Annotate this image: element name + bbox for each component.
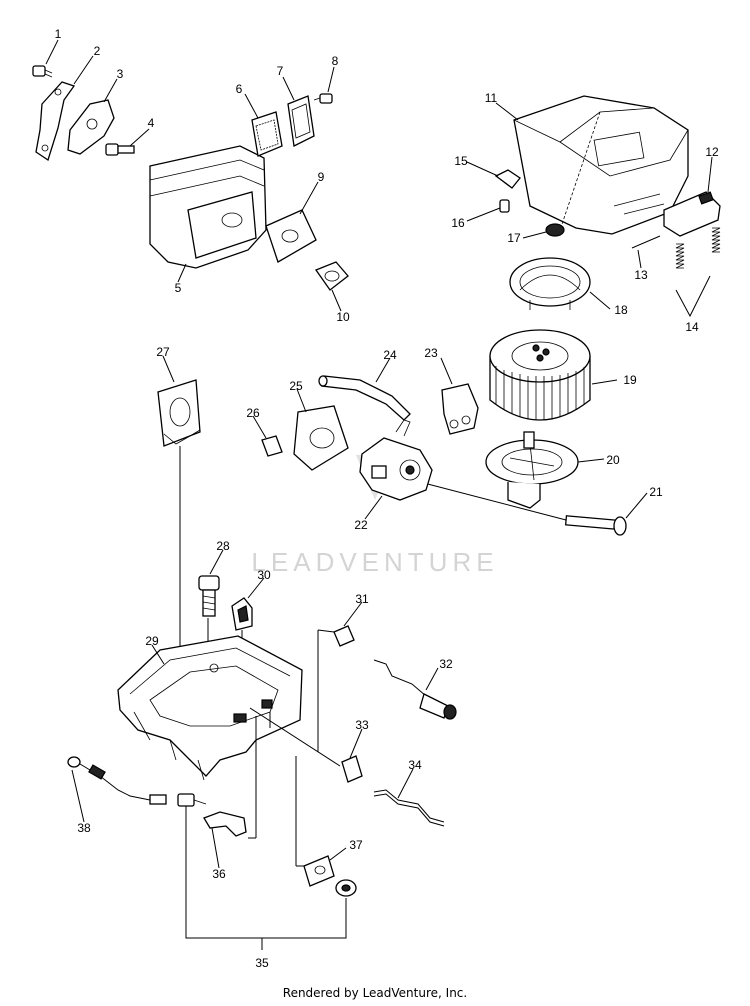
callout-6: 6 [236,82,243,96]
callout-20: 20 [606,453,620,467]
callout-38: 38 [77,821,91,835]
callout-26: 26 [246,406,260,420]
part-grommet-17 [545,223,565,237]
part-gasket-37 [303,855,335,887]
part-screw-4 [105,143,135,156]
callout-8: 8 [332,54,339,68]
callout-19: 19 [623,373,637,387]
part-pin-13 [631,235,661,249]
part-screw-8 [313,93,333,104]
part-gasket-10 [314,261,349,291]
callout-labels: 1 2 3 4 5 6 7 8 9 10 11 12 13 14 15 16 1… [55,27,719,970]
part-fuel-hose-24 [318,375,411,421]
part-plate-3 [67,99,115,155]
part-fitting-28 [198,575,220,617]
callout-28: 28 [216,539,230,553]
callout-37: 37 [349,838,363,852]
part-gasket-9 [265,209,317,263]
part-springs-14 [675,227,721,269]
part-bolt-21 [564,515,627,536]
callout-11: 11 [485,91,498,105]
callout-29: 29 [145,634,159,648]
callout-33: 33 [355,718,369,732]
callout-9: 9 [318,170,325,184]
part-throttle-rod-34 [373,789,445,827]
callout-32: 32 [439,657,453,671]
part-connector-38b [177,793,207,807]
callout-34: 34 [408,758,422,772]
callout-5: 5 [175,281,182,295]
part-clip-33 [341,755,363,783]
callout-10: 10 [336,310,350,324]
callout-21: 21 [649,485,663,499]
part-carb-housing-29 [117,635,303,781]
callout-36: 36 [212,867,226,881]
part-gasket-23 [441,383,479,435]
callout-35: 35 [255,956,269,970]
callout-27: 27 [156,345,170,359]
callout-23: 23 [424,346,438,360]
callout-24: 24 [383,348,397,362]
part-fitting-26 [261,435,283,457]
callout-14: 14 [685,320,699,334]
part-arm-36 [203,811,247,837]
part-screen-6 [251,111,283,157]
part-wire-38 [67,756,167,805]
callout-25: 25 [289,379,303,393]
callout-1: 1 [55,27,62,41]
callout-4: 4 [148,116,155,130]
callout-15: 15 [454,154,468,168]
part-deflector-7 [287,95,315,147]
part-screw-16 [499,199,510,213]
watermark-text: LEADVENTURE [251,547,498,577]
callout-18: 18 [614,303,628,317]
callout-2: 2 [94,44,101,58]
part-gasket-25 [293,405,349,471]
part-choke-rod-32 [373,659,457,720]
part-air-cover-11 [513,95,689,235]
part-grommet-30 [231,597,253,631]
callout-leaders [45,39,713,869]
callout-31: 31 [355,592,369,606]
callout-7: 7 [277,64,284,78]
bracket-35 [185,806,347,939]
part-bolt-1 [32,65,53,78]
part-clip-15 [494,169,521,189]
part-washer-35 [335,879,357,897]
callout-12: 12 [705,145,719,159]
callout-3: 3 [117,67,124,81]
part-air-filter-19 [489,329,591,421]
part-carburetor-22 [359,419,433,501]
part-gasket-27 [157,379,201,447]
part-bracket-2 [35,81,76,162]
callout-30: 30 [257,568,271,582]
part-muffler-5 [149,145,267,269]
callout-22: 22 [354,518,368,532]
part-intake-18 [509,257,591,310]
callout-16: 16 [451,216,465,230]
callout-13: 13 [634,268,648,282]
callout-17: 17 [507,231,521,245]
part-filter-base-20 [485,431,579,509]
part-clip-31 [333,625,355,647]
part-latch-12 [663,191,721,237]
footer-credit: Rendered by LeadVenture, Inc. [282,986,468,1000]
